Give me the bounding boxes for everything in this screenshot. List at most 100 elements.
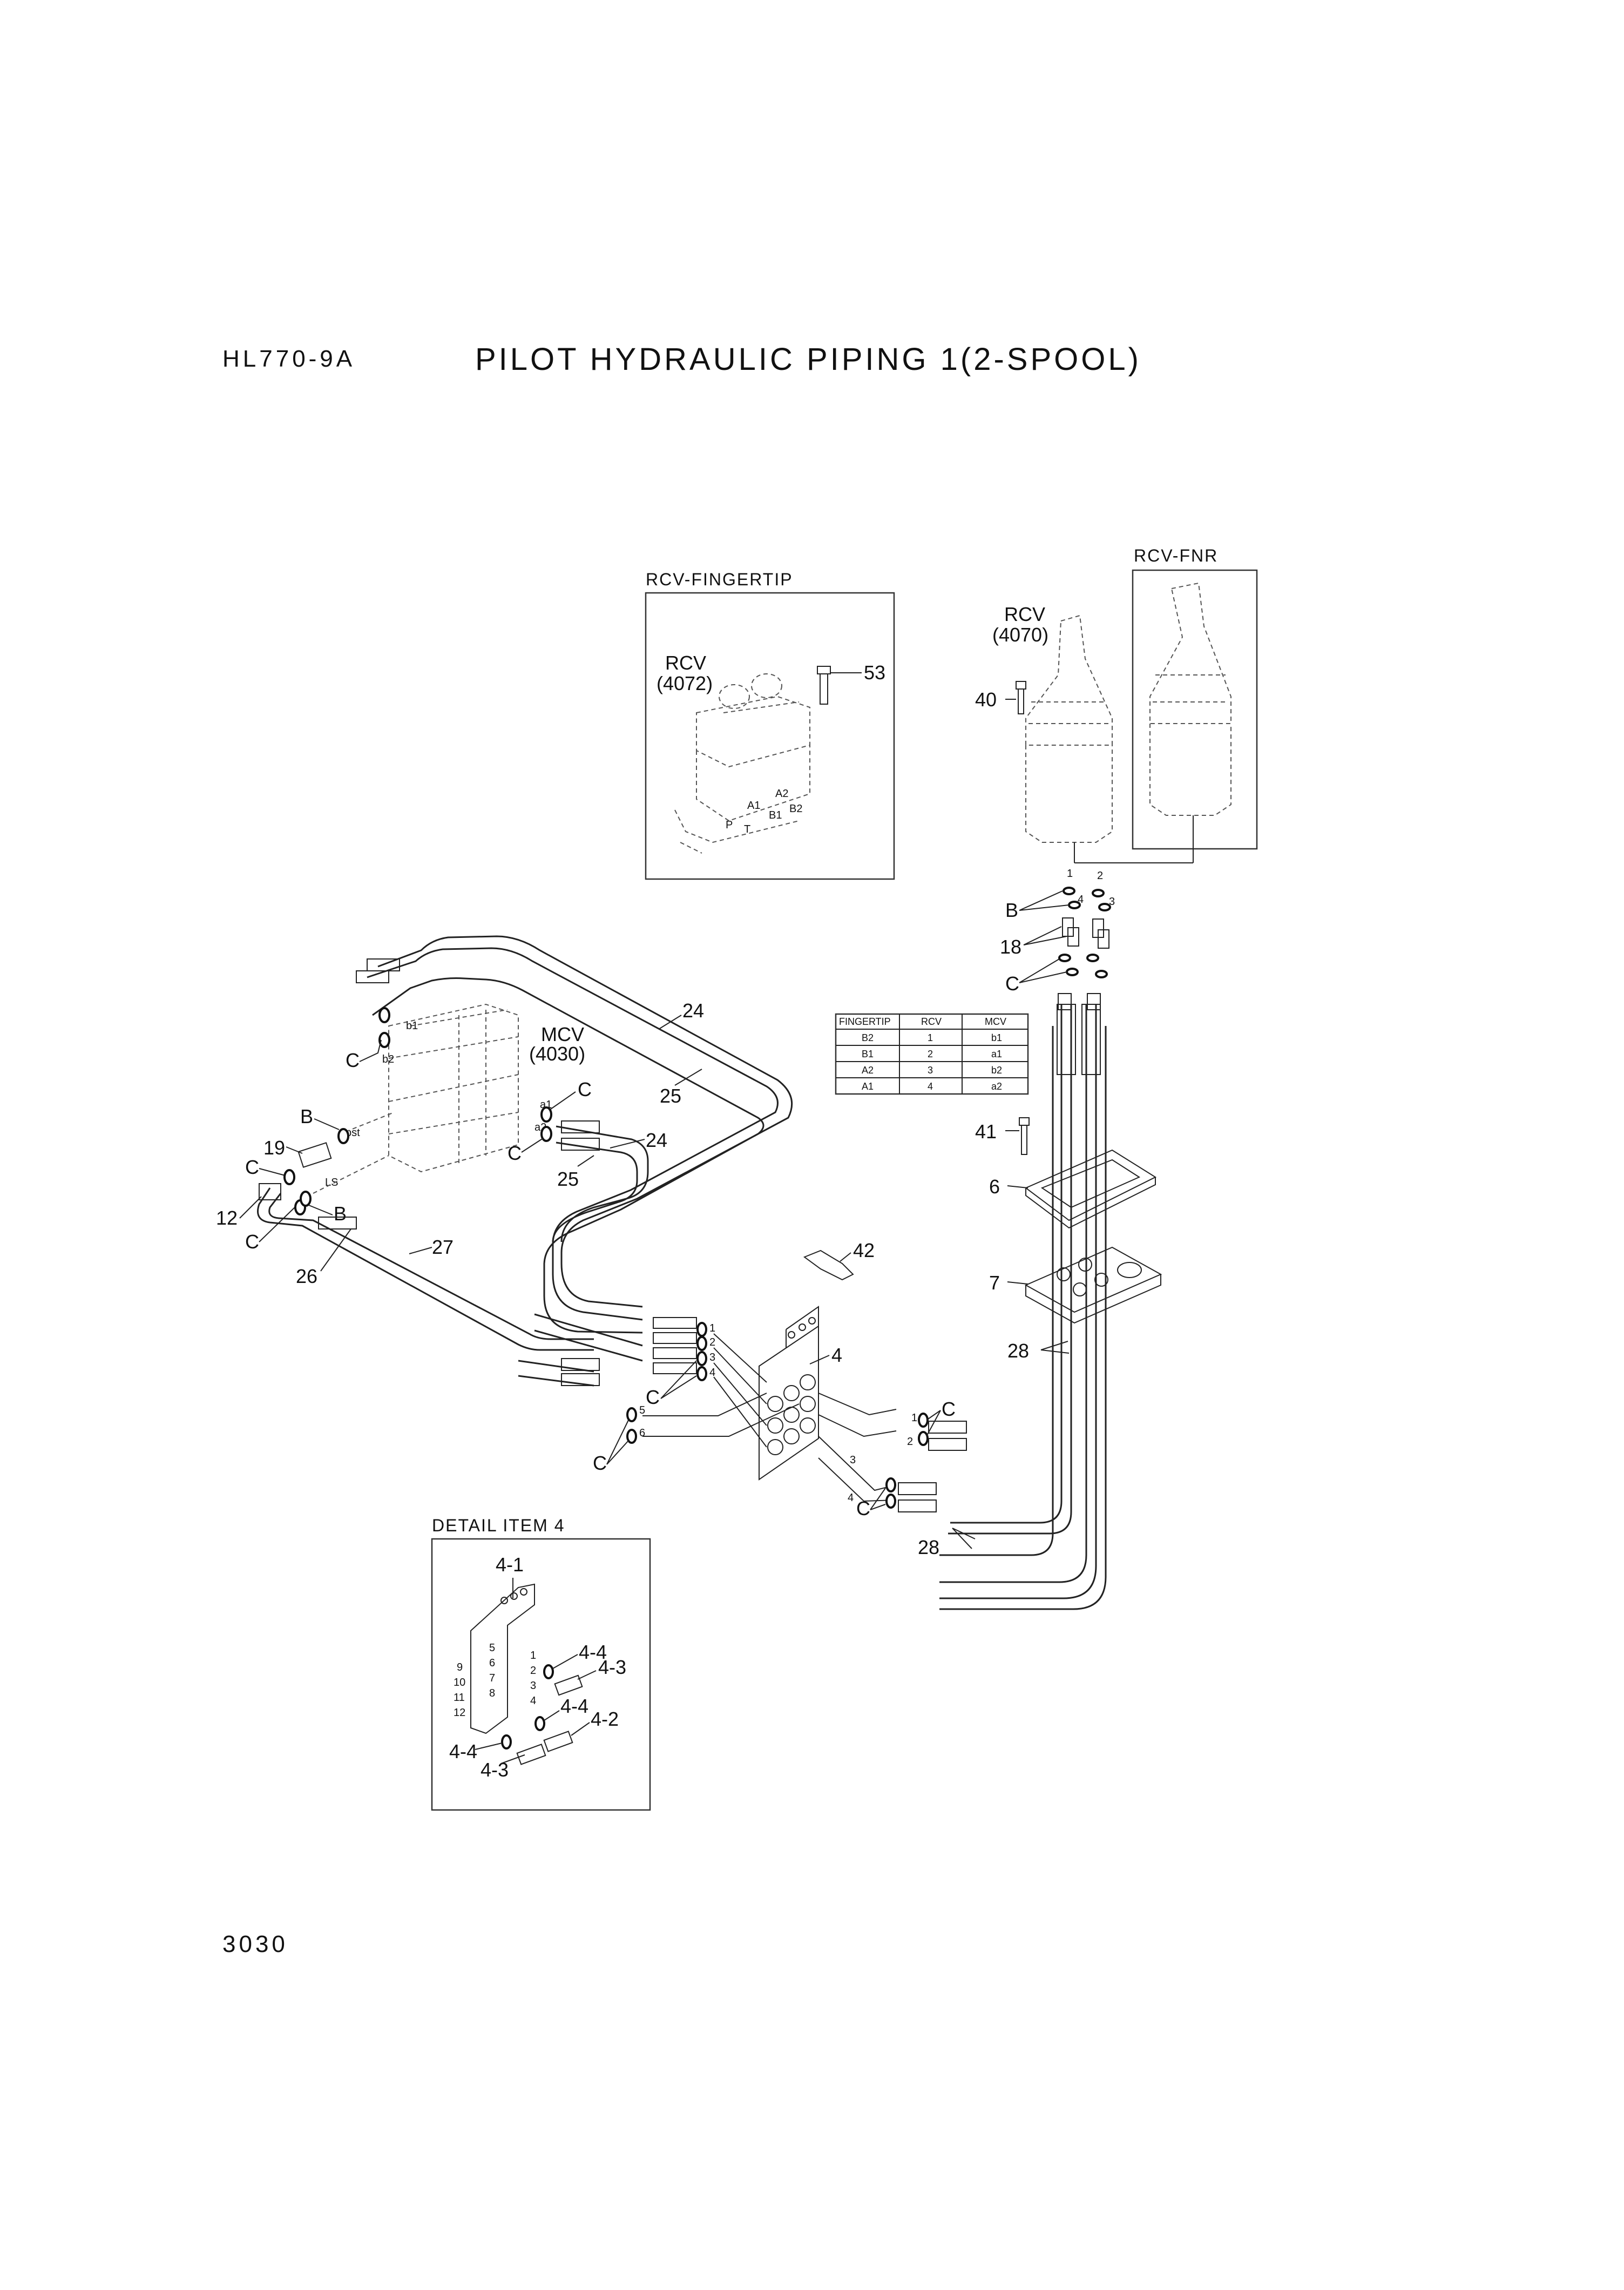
callout-27: 27 (432, 1236, 454, 1258)
callout-12: 12 (216, 1207, 238, 1229)
label-c-mcv-left: C (346, 1049, 360, 1071)
callout-25-lower: 25 (557, 1168, 579, 1190)
callout-4-4-upper: 4-4 (579, 1641, 607, 1663)
detail-port-left-10: 10 (454, 1677, 465, 1688)
rcv-port-1: 1 (1067, 868, 1073, 880)
table-cell: b2 (991, 1065, 1002, 1076)
detail-port-right-2: 2 (530, 1665, 536, 1677)
detail-port-mid-6: 6 (489, 1657, 495, 1669)
detail-port-mid-7: 7 (489, 1672, 495, 1684)
label-c-19: C (245, 1156, 259, 1178)
table-cell: A2 (862, 1065, 874, 1076)
bracket-port-2: 2 (709, 1336, 715, 1348)
fingertip-port-b1: B1 (769, 809, 782, 821)
fingertip-port-t: T (744, 823, 750, 835)
callout-53: 53 (864, 661, 885, 684)
detail-port-left-12: 12 (454, 1707, 465, 1719)
label-b-ls: B (334, 1203, 347, 1225)
callout-28-lower: 28 (918, 1536, 939, 1558)
label-c-12: C (245, 1231, 259, 1253)
table-cell: 2 (928, 1049, 933, 1059)
detail-port-mid-8: 8 (489, 1687, 495, 1699)
detail-port-right-3: 3 (530, 1680, 536, 1692)
callout-6: 6 (989, 1176, 1000, 1198)
callout-25-upper: 25 (660, 1085, 681, 1107)
table-cell: B1 (862, 1049, 874, 1059)
table-cell: 4 (928, 1081, 933, 1092)
plate-7: 7 28 (989, 1246, 1162, 1362)
rcv-4070-joystick: RCV (4070) 40 (975, 603, 1113, 863)
detail-box-title: DETAIL ITEM 4 (432, 1516, 565, 1535)
mcv-port-b2: b2 (382, 1053, 394, 1065)
callout-4-3-upper: 4-3 (598, 1656, 626, 1678)
fingertip-box-title: RCV-FINGERTIP (646, 570, 793, 589)
left-fittings: B 19 C 12 C B 27 26 (216, 1105, 600, 1387)
lower-port-1: 1 (911, 1412, 917, 1424)
callout-4: 4 (831, 1344, 842, 1366)
table-header-mcv: MCV (985, 1016, 1006, 1027)
table-cell: b1 (991, 1032, 1002, 1043)
callout-4-4-mid: 4-4 (560, 1695, 588, 1717)
callout-41: 41 (975, 1120, 997, 1143)
rcv-4070-code: (4070) (992, 624, 1048, 646)
table-cell: 1 (928, 1032, 933, 1043)
table-cell: B2 (862, 1032, 874, 1043)
detail-port-left-9: 9 (457, 1661, 463, 1673)
fingertip-port-b2: B2 (789, 803, 802, 815)
table-cell: a1 (991, 1049, 1002, 1059)
callout-26: 26 (296, 1265, 317, 1287)
callout-24-upper: 24 (682, 999, 704, 1022)
table-cell: a2 (991, 1081, 1002, 1092)
table-cell: A1 (862, 1081, 874, 1092)
label-c-mcv-a2: C (508, 1142, 522, 1164)
fnr-box-title: RCV-FNR (1134, 546, 1218, 565)
detail-port-left-11: 11 (454, 1692, 465, 1704)
rcv-port-2: 2 (1097, 870, 1103, 882)
callout-40: 40 (975, 688, 997, 711)
lower-port-4: 4 (848, 1492, 854, 1504)
bracket-port-6: 6 (639, 1427, 645, 1439)
page-title: PILOT HYDRAULIC PIPING 1(2-SPOOL) (475, 342, 1141, 377)
mcv-rings: C C C (346, 1007, 592, 1164)
bracket-port-4: 4 (709, 1367, 715, 1379)
mcv-valve-block: MCV (4030) b1 b2 a1 a2 pst LS (313, 1003, 585, 1194)
lower-port-2: 2 (907, 1436, 913, 1448)
table-header-fingertip: FINGERTIP (839, 1016, 891, 1027)
bracket-port-5: 5 (639, 1404, 645, 1416)
label-c-lower-upper: C (942, 1398, 956, 1420)
mcv-label: MCV (541, 1023, 584, 1045)
callout-28-upper: 28 (1007, 1340, 1029, 1362)
callout-7: 7 (989, 1272, 1000, 1294)
lower-port-3: 3 (850, 1454, 856, 1466)
plate-6: 41 6 (975, 1117, 1157, 1229)
label-c-lower-lower: C (856, 1497, 870, 1519)
rcv-4070-label: RCV (1004, 603, 1045, 625)
table-cell: 3 (928, 1065, 933, 1076)
label-c-bracket-upper: C (646, 1386, 660, 1408)
bracket-port-3: 3 (709, 1352, 715, 1363)
model-number: HL770-9A (222, 346, 356, 372)
fingertip-rcv-code: (4072) (657, 672, 713, 694)
fingertip-rcv-label: RCV (665, 652, 706, 674)
detail-port-right-1: 1 (530, 1650, 536, 1661)
detail-port-right-4: 4 (530, 1695, 536, 1707)
rcv-fingertip-box: RCV-FINGERTIP RCV (4072) A2 A1 B1 B2 P T… (645, 570, 895, 880)
lower-right-connections: 1 2 3 4 C C 28 (818, 1393, 976, 1558)
callout-4-4-lower: 4-4 (449, 1740, 477, 1762)
detail-port-mid-5: 5 (489, 1642, 495, 1654)
detail-item-4-box: DETAIL ITEM 4 4-1 5 6 7 8 9 10 11 12 1 2… (431, 1516, 651, 1811)
label-c-mcv-a1: C (578, 1078, 592, 1100)
callout-4-2: 4-2 (591, 1708, 619, 1730)
bracket-port-1: 1 (709, 1322, 715, 1334)
fingertip-port-a1: A1 (747, 800, 760, 812)
callout-24-lower: 24 (646, 1129, 667, 1151)
label-c-bracket-lower: C (593, 1452, 607, 1474)
mcv-port-b1: b1 (406, 1020, 418, 1032)
table-header-rcv: RCV (921, 1016, 942, 1027)
label-b-rcv: B (1005, 899, 1018, 921)
label-c-rcv: C (1005, 972, 1019, 995)
bracket-4: 4 42 1 2 3 4 5 6 C C (593, 1239, 875, 1481)
